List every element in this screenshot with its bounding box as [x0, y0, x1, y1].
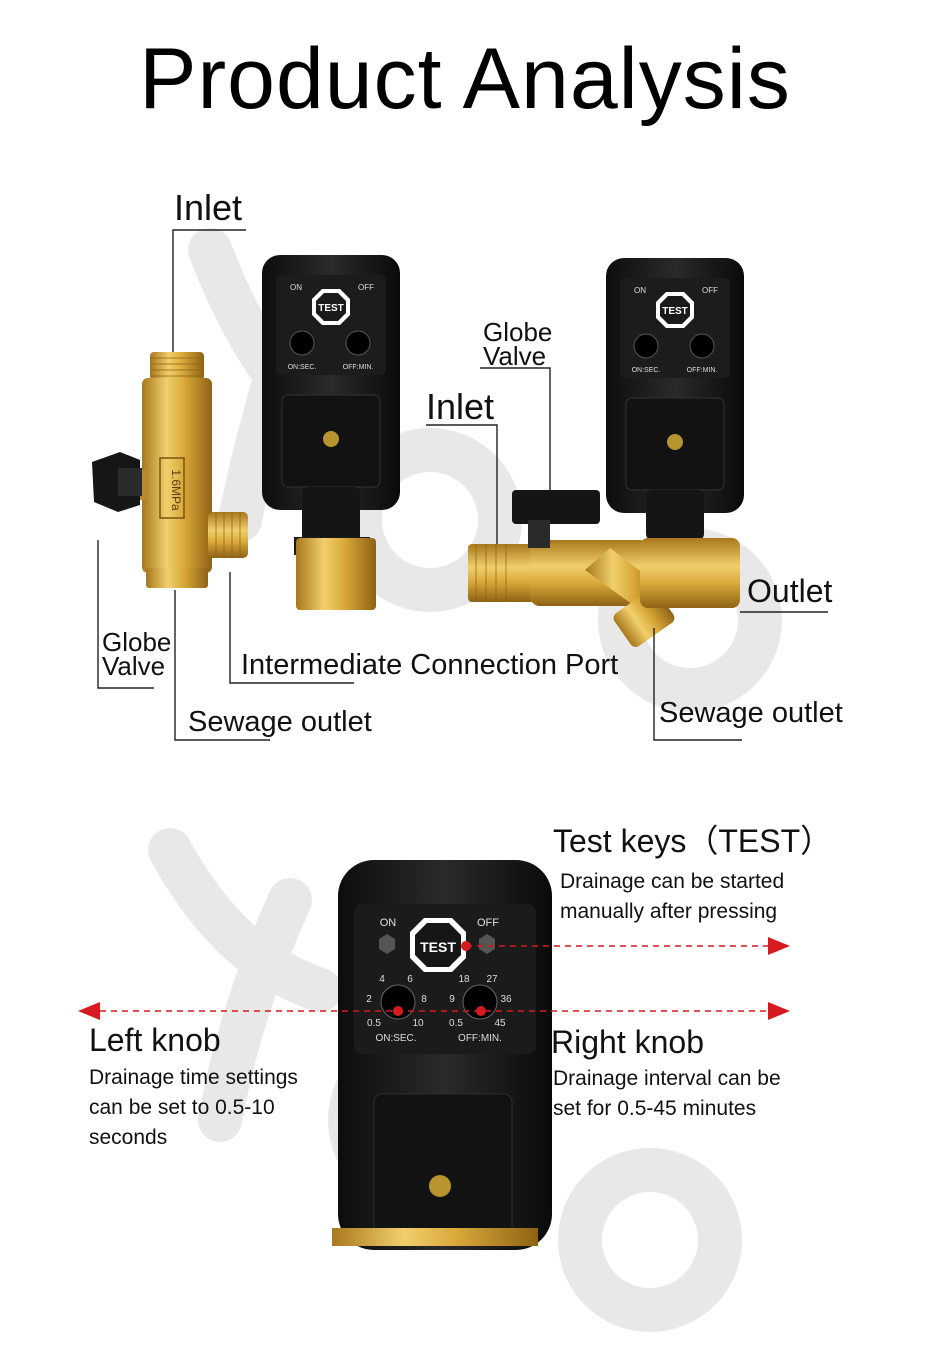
- right-knob-title: Right knob: [551, 1024, 704, 1060]
- svg-text:45: 45: [494, 1018, 506, 1029]
- controller-small: ON OFF TEST ON:SEC. OFF:MIN.: [262, 255, 400, 555]
- svg-text:TEST: TEST: [420, 939, 456, 955]
- pressure-mark: 1.6MPa: [169, 469, 183, 511]
- svg-text:8: 8: [421, 994, 427, 1005]
- svg-text:0.5: 0.5: [449, 1018, 463, 1029]
- svg-text:6: 6: [407, 974, 413, 985]
- svg-text:ON:SEC.: ON:SEC.: [632, 367, 661, 374]
- leader-lines-top: [97, 229, 828, 741]
- svg-text:OFF: OFF: [477, 917, 499, 929]
- svg-text:36: 36: [500, 994, 512, 1005]
- y-strainer: [468, 490, 740, 647]
- label-inlet-right: Inlet: [426, 386, 495, 427]
- label-intermediate-connection-port: Intermediate Connection Port: [241, 649, 619, 681]
- label-sewage-outlet-left: Sewage outlet: [188, 706, 372, 738]
- svg-text:OFF:MIN.: OFF:MIN.: [343, 364, 374, 371]
- label-globe-valve-right: Globe Valve: [483, 317, 553, 371]
- svg-text:4: 4: [379, 974, 385, 985]
- svg-text:10: 10: [412, 1018, 424, 1029]
- test-keys-description: Drainage can be started manually after p…: [560, 870, 785, 923]
- svg-text:ON: ON: [380, 917, 397, 929]
- left-knob-title: Left knob: [89, 1022, 221, 1058]
- svg-text:OFF:MIN.: OFF:MIN.: [458, 1033, 502, 1044]
- svg-text:2: 2: [366, 994, 372, 1005]
- controller-small-brass-base: [296, 538, 376, 610]
- svg-text:TEST: TEST: [318, 303, 344, 314]
- svg-text:ON:SEC.: ON:SEC.: [375, 1033, 416, 1044]
- controller-large: ON OFF TEST 4 6 2 8 0.5 10 18 27 9 36 0.…: [332, 860, 552, 1250]
- svg-text:OFF: OFF: [358, 283, 374, 292]
- svg-text:OFF:MIN.: OFF:MIN.: [687, 367, 718, 374]
- svg-text:ON: ON: [634, 286, 646, 295]
- label-sewage-outlet-right: Sewage outlet: [659, 697, 843, 729]
- svg-text:9: 9: [449, 994, 455, 1005]
- svg-text:ON: ON: [290, 283, 302, 292]
- svg-text:TEST: TEST: [662, 306, 688, 317]
- label-outlet: Outlet: [747, 573, 833, 609]
- label-inlet-left: Inlet: [174, 187, 243, 228]
- svg-text:27: 27: [486, 974, 498, 985]
- svg-text:OFF: OFF: [702, 286, 718, 295]
- svg-text:ON:SEC.: ON:SEC.: [288, 364, 317, 371]
- controller-right: ON OFF TEST ON:SEC. OFF:MIN.: [606, 258, 744, 540]
- right-knob-description: Drainage interval can be set for 0.5-45 …: [553, 1067, 781, 1120]
- left-knob-description: Drainage time settings can be set to 0.5…: [89, 1066, 298, 1149]
- callout-arrows: [78, 937, 790, 1020]
- page-title: Product Analysis: [139, 31, 791, 127]
- label-globe-valve-left: Globe Valve: [102, 627, 172, 681]
- svg-text:0.5: 0.5: [367, 1018, 381, 1029]
- test-keys-title: Test keys（TEST）: [553, 823, 833, 859]
- brass-tee-valve: 1.6MPa: [92, 352, 248, 588]
- svg-text:18: 18: [458, 974, 470, 985]
